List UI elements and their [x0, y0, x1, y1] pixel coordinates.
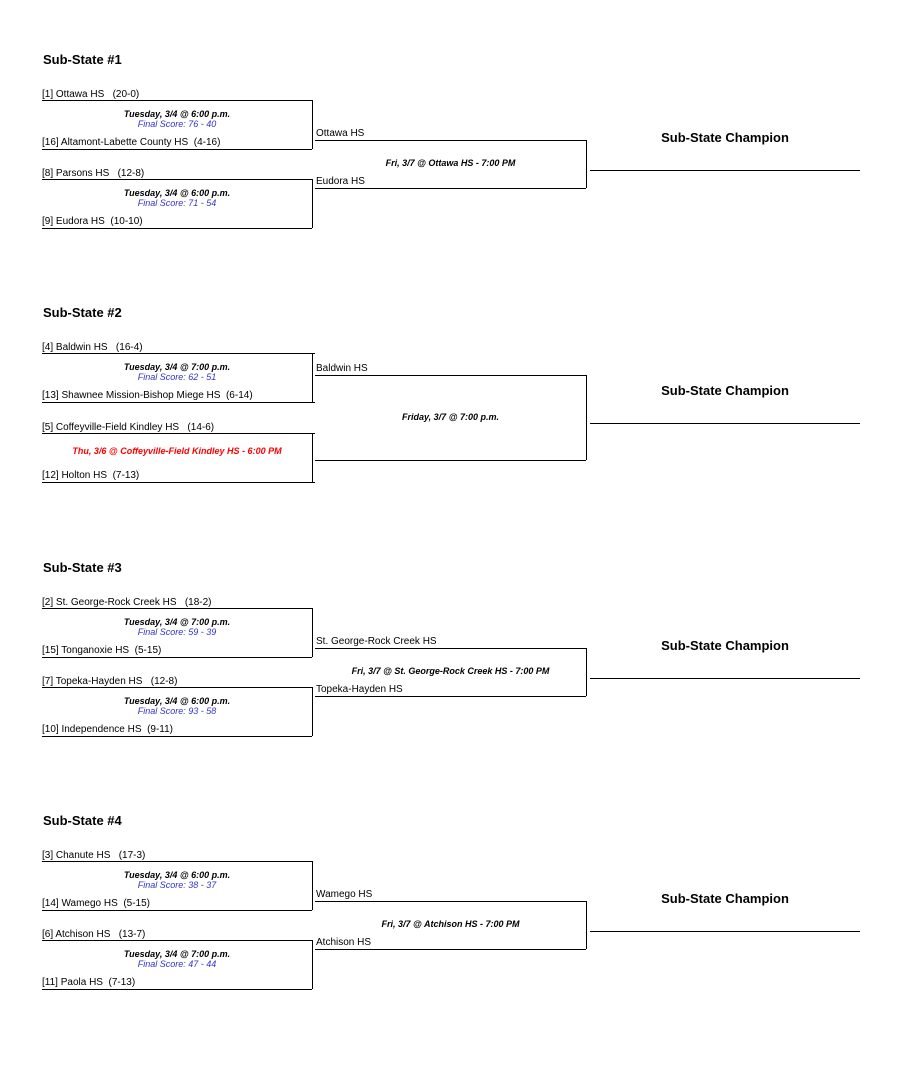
semi-team-slot[interactable]: Wamego HS: [316, 889, 373, 900]
bracket-line: [315, 648, 586, 649]
semi-schedule: Friday, 3/7 @ 7:00 p.m.: [402, 411, 499, 422]
champion-line: [590, 678, 860, 679]
game-schedule: Tuesday, 3/4 @ 6:00 p.m.: [123, 188, 231, 198]
game-schedule: Thu, 3/6 @ Coffeyville-Field Kindley HS …: [72, 446, 282, 456]
bracket-line: [315, 140, 586, 141]
champion-line: [590, 170, 860, 171]
semi-team-slot[interactable]: Baldwin HS: [316, 363, 368, 374]
bracket-line: [42, 608, 312, 609]
game-schedule: Tuesday, 3/4 @ 6:00 p.m.: [123, 109, 231, 119]
bracket-line: [312, 687, 313, 736]
section-title: Sub-State #2: [43, 305, 122, 320]
bracket-line: [312, 861, 313, 910]
bracket-line: [42, 910, 312, 911]
bracket-line: [312, 353, 313, 402]
bracket-line: [586, 901, 587, 949]
bracket-line: [312, 433, 313, 482]
semi-team-slot[interactable]: Topeka-Hayden HS: [316, 684, 403, 695]
game-schedule: Tuesday, 3/4 @ 6:00 p.m.: [123, 870, 231, 880]
champion-line: [590, 931, 860, 932]
team-slot[interactable]: [7] Topeka-Hayden HS (12-8): [42, 676, 178, 687]
semi-schedule: Fri, 3/7 @ St. George-Rock Creek HS - 7:…: [351, 666, 550, 676]
game-score: Final Score: 38 - 37: [137, 880, 217, 890]
bracket-line: [315, 375, 586, 376]
bracket-line: [42, 736, 312, 737]
game-score: Final Score: 76 - 40: [137, 119, 217, 129]
game-score: Final Score: 93 - 58: [137, 706, 217, 716]
champion-label: Sub-State Champion: [661, 638, 789, 653]
game-schedule: Tuesday, 3/4 @ 7:00 p.m.: [123, 949, 231, 959]
bracket-line: [42, 353, 315, 354]
semi-team-slot[interactable]: Atchison HS: [316, 937, 372, 948]
section-title: Sub-State #3: [43, 560, 122, 575]
game-score: Final Score: 71 - 54: [137, 198, 217, 208]
team-slot[interactable]: [10] Independence HS (9-11): [42, 724, 174, 735]
team-slot[interactable]: [13] Shawnee Mission-Bishop Miege HS (6-…: [42, 390, 253, 401]
champion-label: Sub-State Champion: [661, 891, 789, 906]
bracket-line: [42, 482, 315, 483]
champion-line: [590, 423, 860, 424]
bracket-line: [42, 657, 312, 658]
team-slot[interactable]: [4] Baldwin HS (16-4): [42, 342, 143, 353]
bracket-line: [315, 460, 586, 461]
bracket-line: [42, 402, 315, 403]
bracket-line: [312, 100, 313, 149]
bracket-line: [42, 149, 312, 150]
semi-schedule: Fri, 3/7 @ Atchison HS - 7:00 PM: [381, 919, 520, 929]
game-schedule: Tuesday, 3/4 @ 7:00 p.m.: [123, 617, 231, 627]
bracket-line: [315, 901, 586, 902]
team-slot[interactable]: [2] St. George-Rock Creek HS (18-2): [42, 597, 212, 608]
bracket-line: [312, 608, 313, 657]
game-score: Final Score: 47 - 44: [137, 959, 217, 969]
bracket-line: [42, 228, 312, 229]
game-score: Final Score: 62 - 51: [137, 372, 217, 382]
game-schedule: Tuesday, 3/4 @ 7:00 p.m.: [123, 362, 231, 372]
team-slot[interactable]: [3] Chanute HS (17-3): [42, 850, 146, 861]
bracket-line: [315, 188, 586, 189]
bracket-line: [315, 696, 586, 697]
bracket-line: [312, 179, 313, 228]
bracket-line: [42, 433, 315, 434]
bracket-line: [315, 949, 586, 950]
team-slot[interactable]: [1] Ottawa HS (20-0): [42, 89, 140, 100]
semi-schedule: Fri, 3/7 @ Ottawa HS - 7:00 PM: [385, 158, 516, 168]
semi-team-slot[interactable]: St. George-Rock Creek HS: [316, 636, 437, 647]
champion-label: Sub-State Champion: [661, 383, 789, 398]
bracket-line: [42, 687, 312, 688]
game-score: Final Score: 59 - 39: [137, 627, 217, 637]
bracket-line: [586, 140, 587, 188]
team-slot[interactable]: [12] Holton HS (7-13): [42, 470, 140, 481]
team-slot[interactable]: [6] Atchison HS (13-7): [42, 929, 146, 940]
bracket-line: [42, 861, 312, 862]
semi-team-slot[interactable]: Ottawa HS: [316, 128, 365, 139]
team-slot[interactable]: [14] Wamego HS (5-15): [42, 898, 151, 909]
team-slot[interactable]: [9] Eudora HS (10-10): [42, 216, 143, 227]
bracket-line: [42, 989, 312, 990]
champion-label: Sub-State Champion: [661, 130, 789, 145]
section-title: Sub-State #4: [43, 813, 122, 828]
game-schedule: Tuesday, 3/4 @ 6:00 p.m.: [123, 696, 231, 706]
team-slot[interactable]: [5] Coffeyville-Field Kindley HS (14-6): [42, 422, 215, 433]
team-slot[interactable]: [16] Altamont-Labette County HS (4-16): [42, 137, 221, 148]
semi-team-slot[interactable]: Eudora HS: [316, 176, 365, 187]
bracket-line: [586, 648, 587, 696]
bracket-line: [42, 179, 312, 180]
team-slot[interactable]: [11] Paola HS (7-13): [42, 977, 136, 988]
team-slot[interactable]: [15] Tonganoxie HS (5-15): [42, 645, 162, 656]
bracket-line: [586, 375, 587, 460]
team-slot[interactable]: [8] Parsons HS (12-8): [42, 168, 145, 179]
bracket-line: [42, 940, 312, 941]
section-title: Sub-State #1: [43, 52, 122, 67]
bracket-line: [312, 940, 313, 989]
bracket-line: [42, 100, 312, 101]
